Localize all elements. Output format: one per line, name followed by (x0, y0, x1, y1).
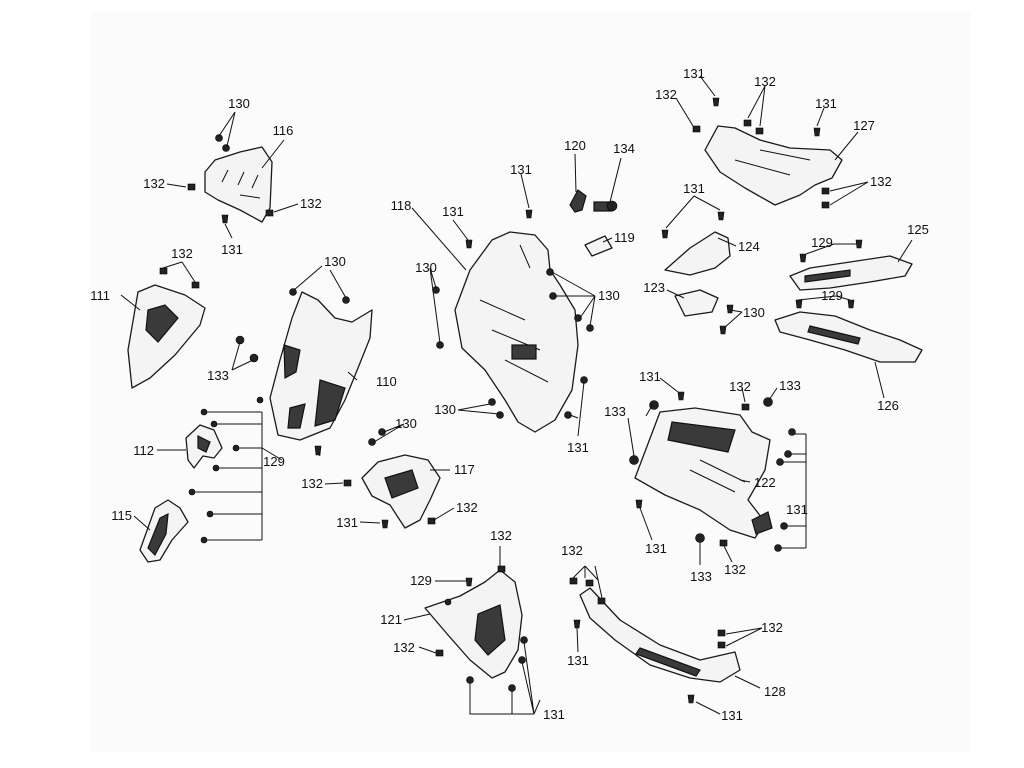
part-122-shape (634, 407, 773, 539)
label-fastener-129: 129 (410, 573, 432, 588)
label-part-119: 119 (614, 230, 635, 245)
label-fastener-133: 133 (779, 378, 801, 393)
label-fastener-131: 131 (639, 369, 661, 384)
label-part-111: 111 (90, 288, 110, 303)
label-part-123: 123 (643, 280, 665, 295)
part-116-shape (204, 146, 273, 223)
label-fastener-132: 132 (171, 246, 193, 261)
label-fastener-132: 132 (655, 87, 677, 102)
label-fastener-129: 129 (821, 288, 843, 303)
part-123-shape (674, 289, 719, 317)
label-fastener-132: 132 (761, 620, 783, 635)
label-fastener-131: 131 (645, 541, 667, 556)
label-fastener-131: 131 (336, 515, 358, 530)
label-part-116: 116 (273, 123, 294, 138)
label-fastener-132: 132 (490, 528, 512, 543)
label-fastener-132: 132 (393, 640, 415, 655)
label-fastener-130: 130 (598, 288, 620, 303)
fastener-130-icon (368, 428, 386, 446)
label-part-122: 122 (754, 475, 776, 490)
part-117-shape (361, 454, 441, 529)
label-part-117: 117 (454, 462, 475, 477)
label-part-115: 115 (111, 508, 132, 523)
label-fastener-131: 131 (815, 96, 837, 111)
label-fastener-129: 129 (811, 235, 833, 250)
label-fastener-130: 130 (324, 254, 346, 269)
label-part-110: 110 (376, 374, 397, 389)
fastener-133-icon (629, 397, 773, 543)
part-126-shape (774, 311, 923, 363)
part-111-shape (127, 284, 206, 389)
label-fastener-132: 132 (754, 74, 776, 89)
part-127-shape (704, 125, 843, 206)
fastener-132-icon (435, 403, 750, 657)
fastener-131-icon (221, 214, 229, 224)
label-fastener-132: 132 (561, 543, 583, 558)
fastener-129-icon (188, 396, 322, 544)
part-120-shape (569, 189, 587, 213)
label-fastener-131: 131 (543, 707, 565, 722)
part-124-shape (664, 231, 731, 276)
label-part-118: 118 (391, 198, 412, 213)
part-112-shape (185, 424, 223, 469)
label-part-128: 128 (764, 684, 786, 699)
label-fastener-132: 132 (724, 562, 746, 577)
fastener-132-icon (692, 119, 830, 209)
label-fastener-131: 131 (567, 440, 589, 455)
label-fastener-131: 131 (721, 708, 743, 723)
fastener-130-icon (215, 134, 230, 152)
label-fastener-130: 130 (434, 402, 456, 417)
label-fastener-131: 131 (567, 653, 589, 668)
fastener-132-icon (343, 479, 436, 525)
fastener-129-icon (795, 239, 863, 309)
label-fastener-130: 130 (743, 305, 765, 320)
fastener-131-icon (661, 97, 821, 335)
fastener-129-icon (444, 577, 473, 606)
label-fastener-133: 133 (690, 569, 712, 584)
fastener-132-icon (187, 183, 274, 217)
label-part-134: 134 (613, 141, 635, 156)
label-fastener-129: 129 (263, 454, 285, 469)
label-fastener-133: 133 (604, 404, 626, 419)
label-part-127: 127 (853, 118, 875, 133)
label-fastener-132: 132 (143, 176, 165, 191)
label-part-124: 124 (738, 239, 760, 254)
label-fastener-132: 132 (729, 379, 751, 394)
label-part-121: 121 (380, 612, 402, 627)
label-fastener-131: 131 (442, 204, 464, 219)
label-part-125: 125 (907, 222, 929, 237)
part-118-shape (454, 231, 579, 433)
fastener-131-icon (432, 209, 594, 419)
label-fastener-130: 130 (415, 260, 437, 275)
part-110-shape (269, 291, 373, 441)
label-fastener-132: 132 (301, 476, 323, 491)
label-fastener-131: 131 (683, 181, 705, 196)
fastener-131-icon (381, 519, 389, 529)
part-134-shape (593, 200, 618, 212)
callout-labels: 111 110 112 115 116 117 118 119 120 121 … (90, 66, 929, 723)
part-128-shape (579, 587, 741, 683)
label-fastener-131: 131 (510, 162, 532, 177)
label-part-112: 112 (133, 443, 154, 458)
part-125-shape (789, 255, 913, 291)
label-fastener-132: 132 (870, 174, 892, 189)
label-fastener-131: 131 (786, 502, 808, 517)
fasteners (159, 97, 863, 704)
fastener-130-icon (289, 288, 350, 304)
label-fastener-132: 132 (300, 196, 322, 211)
label-fastener-131: 131 (221, 242, 243, 257)
label-part-120: 120 (564, 138, 586, 153)
part-115-shape (139, 499, 189, 563)
label-fastener-133: 133 (207, 368, 229, 383)
label-fastener-131: 131 (683, 66, 705, 81)
label-part-126: 126 (877, 398, 899, 413)
label-fastener-130: 130 (395, 416, 417, 431)
part-121-shape (424, 569, 523, 679)
fastener-132-icon (159, 267, 200, 289)
label-fastener-130: 130 (228, 96, 250, 111)
leader-lines (120, 75, 913, 715)
label-fastener-132: 132 (456, 500, 478, 515)
